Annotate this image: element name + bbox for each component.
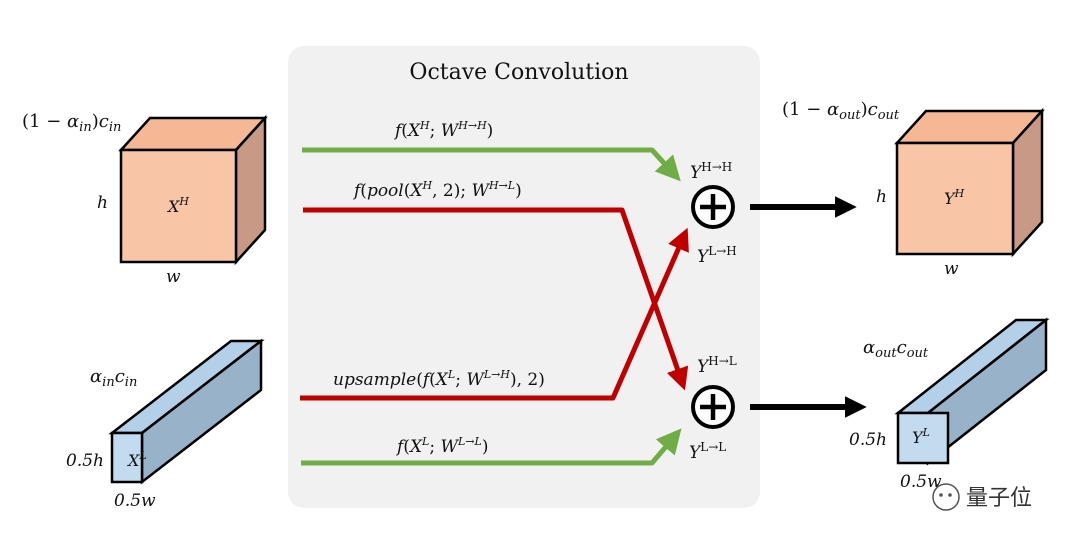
- partial-out-hh-label: YH→H: [690, 160, 732, 183]
- input-low-channels-label: αincin: [90, 366, 137, 390]
- path-low-to-high-label: upsample(f(XL; WL→H), 2): [333, 368, 545, 390]
- output-high-cube: [894, 107, 1045, 258]
- output-high-height-label: h: [876, 187, 887, 207]
- octave-panel: [288, 46, 760, 508]
- path-low-to-high: [300, 227, 689, 401]
- sum-node-high: [691, 185, 735, 229]
- output-low-height-label: 0.5h: [849, 430, 887, 450]
- path-high-to-high: [302, 147, 681, 182]
- output-low-channels-label: αoutcout: [863, 337, 929, 361]
- input-high-cube: [118, 114, 268, 266]
- input-low-height-label: 0.5h: [66, 451, 104, 471]
- watermark-text: 量子位: [966, 486, 1032, 511]
- wechat-icon: [932, 483, 960, 511]
- sum-node-low: [691, 385, 735, 429]
- output-low-width-label: 0.5w: [900, 472, 942, 492]
- input-low-cube: [108, 338, 265, 485]
- path-high-to-low-label: f(pool(XH, 2); WH→L): [352, 179, 522, 201]
- input-low-width-label: 0.5w: [114, 491, 156, 511]
- panel-title: Octave Convolution: [409, 60, 628, 85]
- input-high-channels-label: (1 − αin)cin: [22, 111, 121, 135]
- input-high-width-label: w: [166, 267, 181, 287]
- input-high-height-label: h: [97, 193, 108, 213]
- path-low-to-low: [301, 428, 682, 466]
- watermark: 量子位: [932, 483, 1032, 511]
- output-high-width-label: w: [944, 259, 959, 279]
- output-high-channels-label: (1 − αout)cout: [782, 99, 900, 123]
- path-high-to-low: [303, 207, 689, 391]
- output-low-cube: [894, 317, 1050, 466]
